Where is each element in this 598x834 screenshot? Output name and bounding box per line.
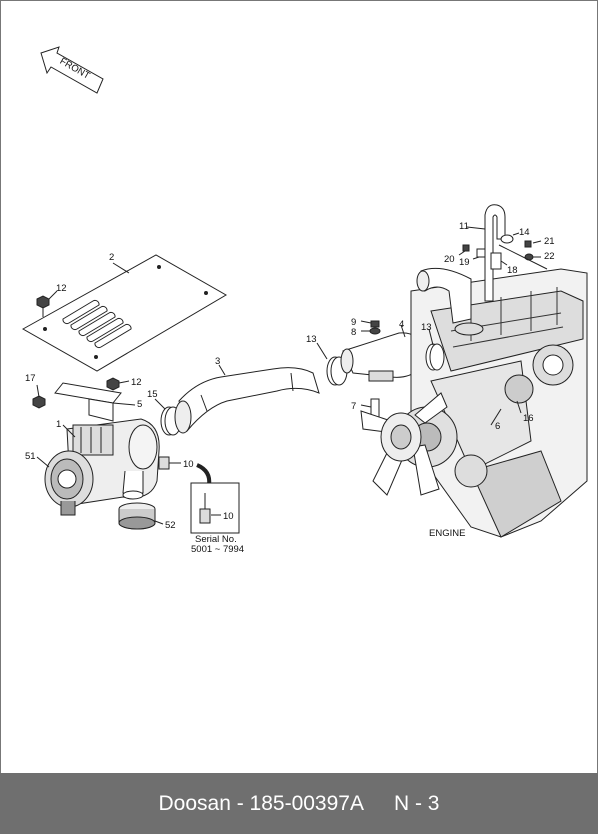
callout-9: 9	[351, 317, 356, 328]
footer-doc-number: Doosan - 185-00397A	[158, 791, 364, 815]
nut-9	[370, 320, 380, 328]
callout-11: 11	[459, 221, 469, 232]
bolt-12-lower	[106, 377, 120, 391]
callout-3: 3	[215, 356, 220, 367]
washer-8	[369, 327, 381, 335]
callout-8: 8	[351, 327, 356, 338]
engine-block	[396, 268, 588, 538]
parts-diagram: FRONT	[21, 46, 588, 555]
callout-52: 52	[165, 520, 176, 531]
bolt-21	[524, 240, 532, 248]
callout-16: 16	[523, 413, 534, 424]
callout-17: 17	[25, 373, 36, 384]
filter-element-52	[118, 502, 156, 530]
clamp-19	[476, 248, 486, 258]
callout-2: 2	[109, 252, 114, 263]
part-plate-cover	[21, 254, 227, 372]
serial-inset-box	[190, 482, 240, 534]
diagram-frame: FRONT	[0, 0, 598, 774]
callout-6: 6	[495, 421, 500, 432]
callout-20: 20	[444, 254, 455, 265]
callout-13-left: 13	[306, 334, 317, 345]
bracket-part-5	[54, 382, 122, 422]
serial-label: Serial No.	[195, 534, 237, 545]
footer-page-number: N - 3	[393, 791, 440, 815]
callout-10: 10	[183, 459, 194, 470]
bracket-18	[490, 252, 502, 270]
serial-range: 5001 ~ 7994	[191, 544, 244, 555]
callout-15: 15	[147, 389, 158, 400]
callout-51: 51	[25, 451, 36, 462]
cooling-fan	[360, 392, 448, 496]
bolt-17	[32, 395, 46, 409]
callout-4: 4	[399, 319, 404, 330]
callout-7: 7	[351, 401, 356, 412]
breather-pipe-11	[484, 204, 506, 302]
air-cleaner-cap-51	[44, 450, 94, 516]
front-arrow-icon: FRONT	[40, 46, 104, 94]
callout-13-right: 13	[421, 322, 432, 333]
bolt-12-upper	[36, 295, 50, 317]
callout-1: 1	[56, 419, 61, 430]
footer-bar: Doosan - 185-00397A N - 3	[0, 773, 598, 834]
hose-clamp-13-right	[425, 343, 445, 371]
callout-21: 21	[544, 236, 555, 247]
intake-pipe-4	[340, 332, 422, 382]
engine-label: ENGINE	[429, 528, 465, 539]
indicator-10	[158, 456, 170, 470]
bolt-20	[462, 244, 470, 252]
callout-22: 22	[544, 251, 555, 262]
callout-12-lower: 12	[131, 377, 142, 388]
clip-14	[500, 234, 514, 244]
callout-14: 14	[519, 227, 530, 238]
callout-5: 5	[137, 399, 142, 410]
callout-18: 18	[507, 265, 518, 276]
intake-hose-3	[174, 367, 320, 434]
engine-intake-elbow	[416, 267, 484, 336]
plate-slots	[62, 299, 132, 349]
callout-19: 19	[459, 257, 470, 268]
serial-inset-callout-10: 10	[223, 511, 234, 522]
callout-12-upper: 12	[56, 283, 67, 294]
